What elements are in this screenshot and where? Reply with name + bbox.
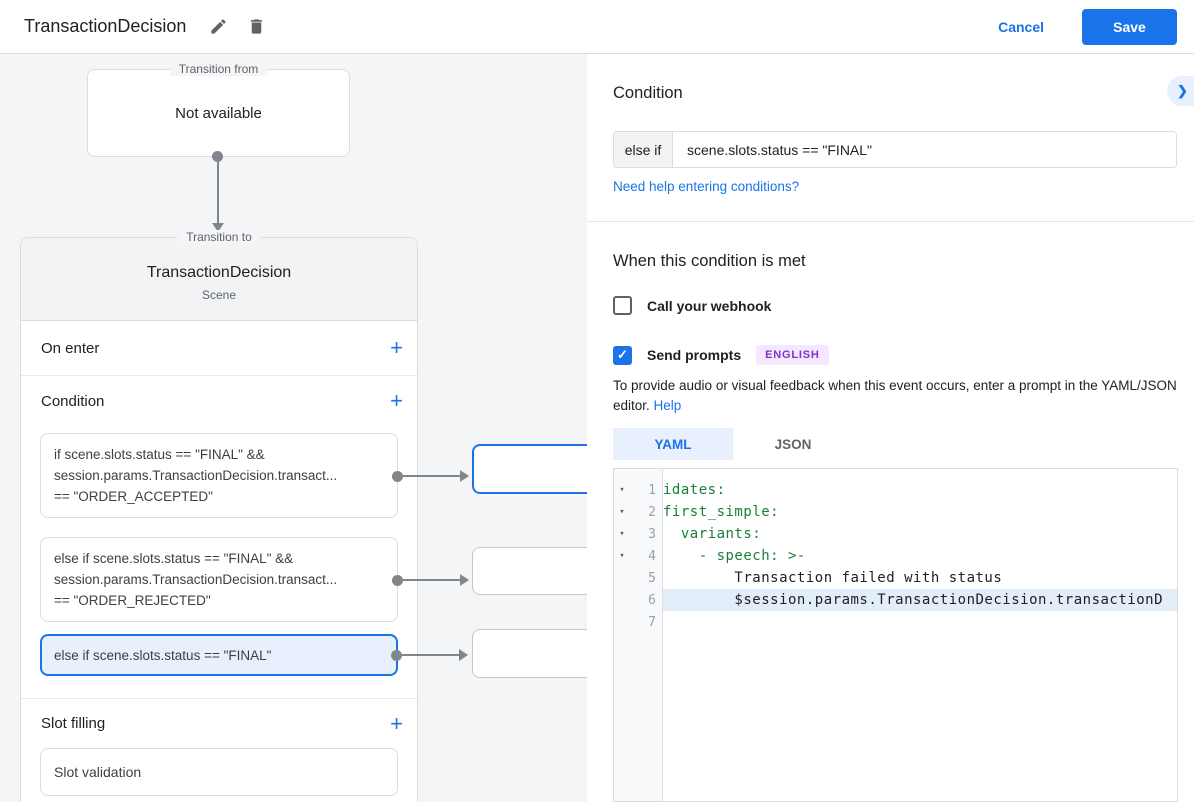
flow-canvas: Transition from Not available Transition… [0,54,587,802]
transition-from-legend: Transition from [169,62,268,76]
transition-from-box: Transition from Not available [87,62,350,157]
condition-section-header: Condition + [21,376,417,426]
prompts-description: To provide audio or visual feedback when… [613,378,1177,413]
transition-target-box-3[interactable] [472,629,587,678]
topbar: TransactionDecision Cancel Save [0,0,1194,54]
section-divider [21,698,417,699]
slot-filling-section-header: Slot filling + [21,699,417,748]
slot-filling-label: Slot filling [41,715,106,732]
scene-title: TransactionDecision [146,264,292,281]
pencil-icon [211,19,226,34]
condition-detail-panel: ❯ Condition else if Need help entering c… [587,54,1194,802]
fold-arrow-icon[interactable]: ▾ [619,485,625,495]
language-badge: ENGLISH [756,345,829,365]
connector-line [403,474,461,477]
add-slot-button[interactable]: + [390,710,403,736]
connector-dot [391,650,402,661]
edit-scene-button[interactable] [204,13,232,41]
editor-gutter [614,469,663,801]
connector-dot [392,574,403,586]
tab-json[interactable]: JSON [774,436,812,452]
when-met-heading: When this condition is met [613,252,806,270]
condition-help-link[interactable]: Need help entering conditions? [613,179,800,194]
condition-item-2[interactable]: else if scene.slots.status == "FINAL" &&… [40,537,469,622]
webhook-row: Call your webhook [613,296,771,315]
connector-line [402,654,460,656]
webhook-label: Call your webhook [647,297,772,314]
fold-arrow-icon[interactable]: ▾ [619,507,625,517]
transition-to-legend: Transition to [177,230,261,244]
condition-heading: Condition [613,84,683,102]
transition-target-box-2[interactable] [472,547,587,595]
connector-dot [212,151,223,162]
fold-arrow-icon[interactable]: ▾ [619,551,625,561]
editor-line-7[interactable]: 7 [648,614,656,630]
editor-line-6-highlighted[interactable]: 6 $session.params.TransactionDecision.tr… [614,589,1177,611]
arrowhead-right-icon [460,469,469,482]
transition-target-box-1[interactable] [472,444,587,494]
webhook-checkbox[interactable] [613,296,632,315]
editor-line-2[interactable]: ▾ 2 first_simple: [614,501,1177,523]
transition-to-card: Transition to TransactionDecision Scene … [20,230,469,802]
transition-from-value: Not available [175,104,262,122]
send-prompts-label: Send prompts [647,347,742,363]
connector-line [403,578,461,581]
on-enter-section: On enter + [21,321,417,376]
help-link[interactable]: Help [653,398,682,413]
condition-prefix: else if [614,132,673,167]
condition-expression-input[interactable] [673,132,1176,167]
editor-line-4[interactable]: ▾ 4 - speech: >- [614,545,1177,567]
add-condition-button[interactable]: + [390,388,403,413]
condition-label: Condition [41,392,105,410]
cancel-button[interactable]: Cancel [998,18,1044,35]
save-button[interactable]: Save [1082,8,1177,45]
chevron-right-icon: ❯ [1177,83,1188,98]
connector-dot [392,470,403,482]
arrowhead-right-icon [460,573,469,586]
arrowhead-down-icon [212,223,224,232]
panel-divider [587,221,1194,222]
editor-tabs: YAML JSON [613,428,853,460]
condition-item-3-selected[interactable]: else if scene.slots.status == "FINAL" [40,634,468,676]
condition-item-1[interactable]: if scene.slots.status == "FINAL" && sess… [40,433,469,518]
arrowhead-right-icon [459,649,468,661]
condition-items: if scene.slots.status == "FINAL" && sess… [21,426,469,676]
editor-line-1[interactable]: ▾ 1 idates: [614,479,1177,501]
yaml-editor[interactable]: ▾ 1 idates: ▾ 2 first_simple: ▾ 3 varian… [613,468,1178,802]
collapse-panel-button[interactable]: ❯ [1167,76,1194,106]
add-on-enter-button[interactable]: + [390,335,403,360]
page-title: TransactionDecision [24,16,187,36]
scene-type-label: Scene [201,288,237,302]
trash-icon [250,19,262,34]
prompts-row: ✓ Send prompts ENGLISH [613,345,829,365]
fold-arrow-icon[interactable]: ▾ [619,529,625,539]
scene-header: TransactionDecision Scene [21,238,417,321]
condition-expression-group: else if [613,131,1177,168]
tab-yaml[interactable]: YAML [613,428,733,460]
on-enter-label: On enter [41,339,100,357]
editor-line-3[interactable]: ▾ 3 variants: [614,523,1177,545]
slot-validation-item[interactable]: Slot validation [40,748,398,796]
send-prompts-checkbox[interactable]: ✓ [613,345,632,365]
connector-line [217,160,219,224]
delete-scene-button[interactable] [242,13,270,41]
check-icon: ✓ [617,347,628,362]
editor-line-5[interactable]: 5 Transaction failed with status [648,570,1003,586]
